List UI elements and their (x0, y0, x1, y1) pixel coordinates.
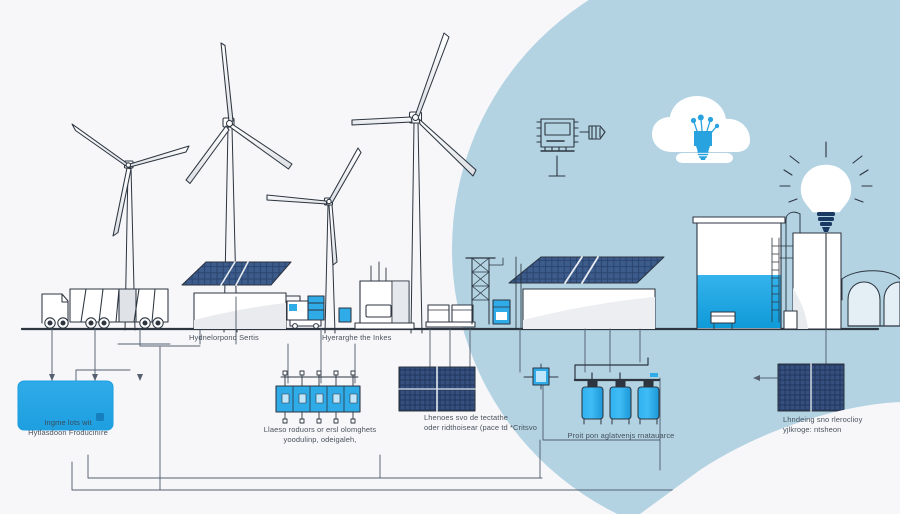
reactor-furnace (354, 261, 415, 330)
label-pv-conversion: Lhenoes svo de tectathe oder ridthoisear… (424, 413, 538, 432)
bulb-base (817, 212, 835, 232)
solar-panel-roof-left (181, 261, 292, 286)
wind-turbine-1 (71, 123, 190, 331)
label-gas-storage: Proit pon aglatvenjs rnatauarce (567, 431, 675, 440)
hydrogen-production-box (17, 380, 114, 431)
solar-panel-array-center (398, 366, 476, 412)
generator-unit (286, 295, 325, 329)
solar-roof-building-left (181, 261, 292, 330)
wind-turbine-3 (266, 147, 362, 334)
lattice-tower (465, 257, 504, 325)
lightbulb-icon (779, 141, 873, 330)
connector-network (49, 296, 827, 491)
water-storage-tank (692, 216, 786, 330)
label-hydrogen-pipeline: Hyerarghe the Inkes (322, 333, 392, 342)
solar-panel-roof-right (508, 256, 665, 284)
inverter-box (523, 363, 559, 390)
cloud-icon (652, 96, 750, 163)
fuel-cell-stack (275, 370, 361, 424)
label-production-centre: Ingme lots wit Hytlasdoon Froducinıre (28, 418, 108, 437)
gas-cylinder-group (573, 357, 661, 425)
solar-panel-array-right (777, 363, 845, 412)
battery-icon (579, 125, 606, 140)
label-hydrogen-storage: Hydnelorpond Sertis (189, 333, 259, 342)
bulb-rays (779, 141, 873, 203)
compressor-units (425, 304, 476, 328)
label-renewable-supply: Lhndeing sno rleroclioy yjlkroge: ntsheo… (783, 415, 863, 434)
electrolyzer-cabinet (492, 299, 511, 325)
foreground-white-arc (640, 402, 900, 514)
electric-meter-icon (536, 118, 579, 152)
control-box-small (338, 307, 352, 323)
solar-roof-building-right (508, 256, 665, 330)
meter-connector-line (548, 155, 566, 177)
wind-turbine-4 (351, 32, 477, 334)
wind-turbine-2 (185, 42, 293, 333)
pressure-vessels (841, 270, 900, 327)
hydrogen-tanker-truck (41, 288, 169, 329)
lightbulb-circuit-icon (690, 114, 720, 160)
distillation-tower (771, 211, 842, 330)
label-electrolysis: Llaeso roduors or ersl olomghets yooduli… (263, 425, 377, 444)
